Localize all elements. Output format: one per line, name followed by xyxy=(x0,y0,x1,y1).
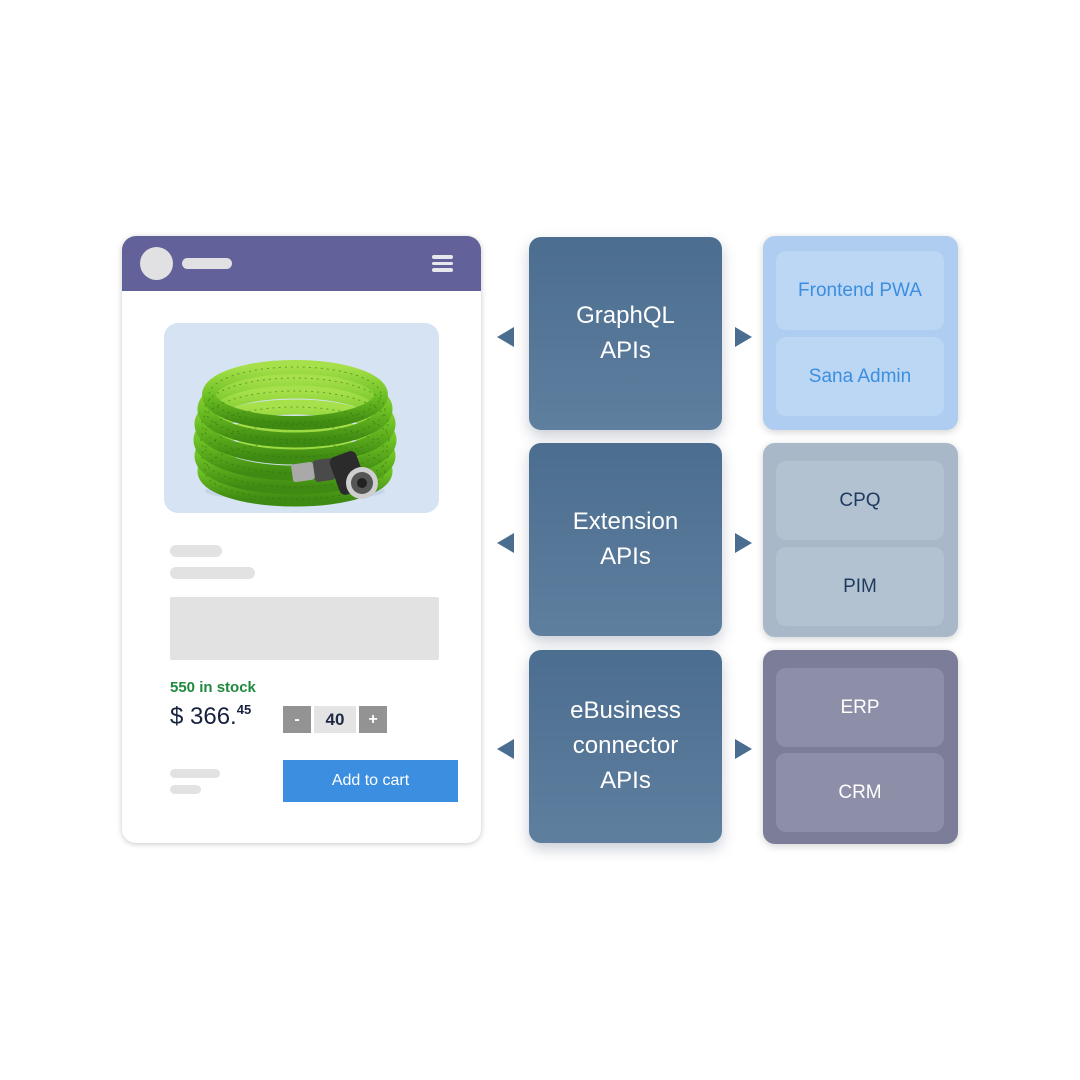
cpq-item: CPQ xyxy=(776,461,944,540)
arrow-right-icon xyxy=(735,327,752,347)
app-header xyxy=(122,236,481,291)
add-to-cart-button[interactable]: Add to cart xyxy=(283,760,458,802)
arrow-right-icon xyxy=(735,739,752,759)
storefront-mockup: 550 in stock $ 366.45 - 40 + Add to cart xyxy=(122,236,481,843)
text-placeholder xyxy=(170,769,220,778)
ebusiness-connector-apis-box: eBusiness connector APIs xyxy=(529,650,722,843)
description-placeholder xyxy=(170,597,439,660)
arrow-left-icon xyxy=(497,533,514,553)
product-image[interactable] xyxy=(164,323,439,513)
frontend-pwa-item: Frontend PWA xyxy=(776,251,944,330)
api-label: Extension APIs xyxy=(572,507,679,570)
api-label: GraphQL APIs xyxy=(576,301,675,364)
quantity-input[interactable]: 40 xyxy=(314,706,356,733)
pim-item: PIM xyxy=(776,547,944,626)
arrow-left-icon xyxy=(497,739,514,759)
stock-status: 550 in stock xyxy=(170,679,256,696)
api-label: eBusiness connector APIs xyxy=(570,697,681,794)
menu-icon[interactable] xyxy=(432,255,453,272)
text-placeholder xyxy=(170,545,222,557)
price-cents: 45 xyxy=(236,702,252,717)
extension-group: CPQ PIM xyxy=(763,443,958,637)
text-placeholder xyxy=(170,567,255,579)
crm-item: CRM xyxy=(776,753,944,832)
frontend-group: Frontend PWA Sana Admin xyxy=(763,236,958,430)
sana-admin-item: Sana Admin xyxy=(776,337,944,416)
hose-icon xyxy=(193,360,397,507)
price-main: $ 366. xyxy=(170,703,237,730)
quantity-decrease-button[interactable]: - xyxy=(283,706,311,733)
connector-group: ERP CRM xyxy=(763,650,958,844)
extension-apis-box: Extension APIs xyxy=(529,443,722,636)
avatar[interactable] xyxy=(140,247,173,280)
arrow-right-icon xyxy=(735,533,752,553)
text-placeholder xyxy=(170,785,201,794)
erp-item: ERP xyxy=(776,668,944,747)
arrow-left-icon xyxy=(497,327,514,347)
title-placeholder xyxy=(182,258,232,269)
graphql-apis-box: GraphQL APIs xyxy=(529,237,722,430)
quantity-increase-button[interactable]: + xyxy=(359,706,387,733)
price: $ 366.45 xyxy=(170,702,251,731)
